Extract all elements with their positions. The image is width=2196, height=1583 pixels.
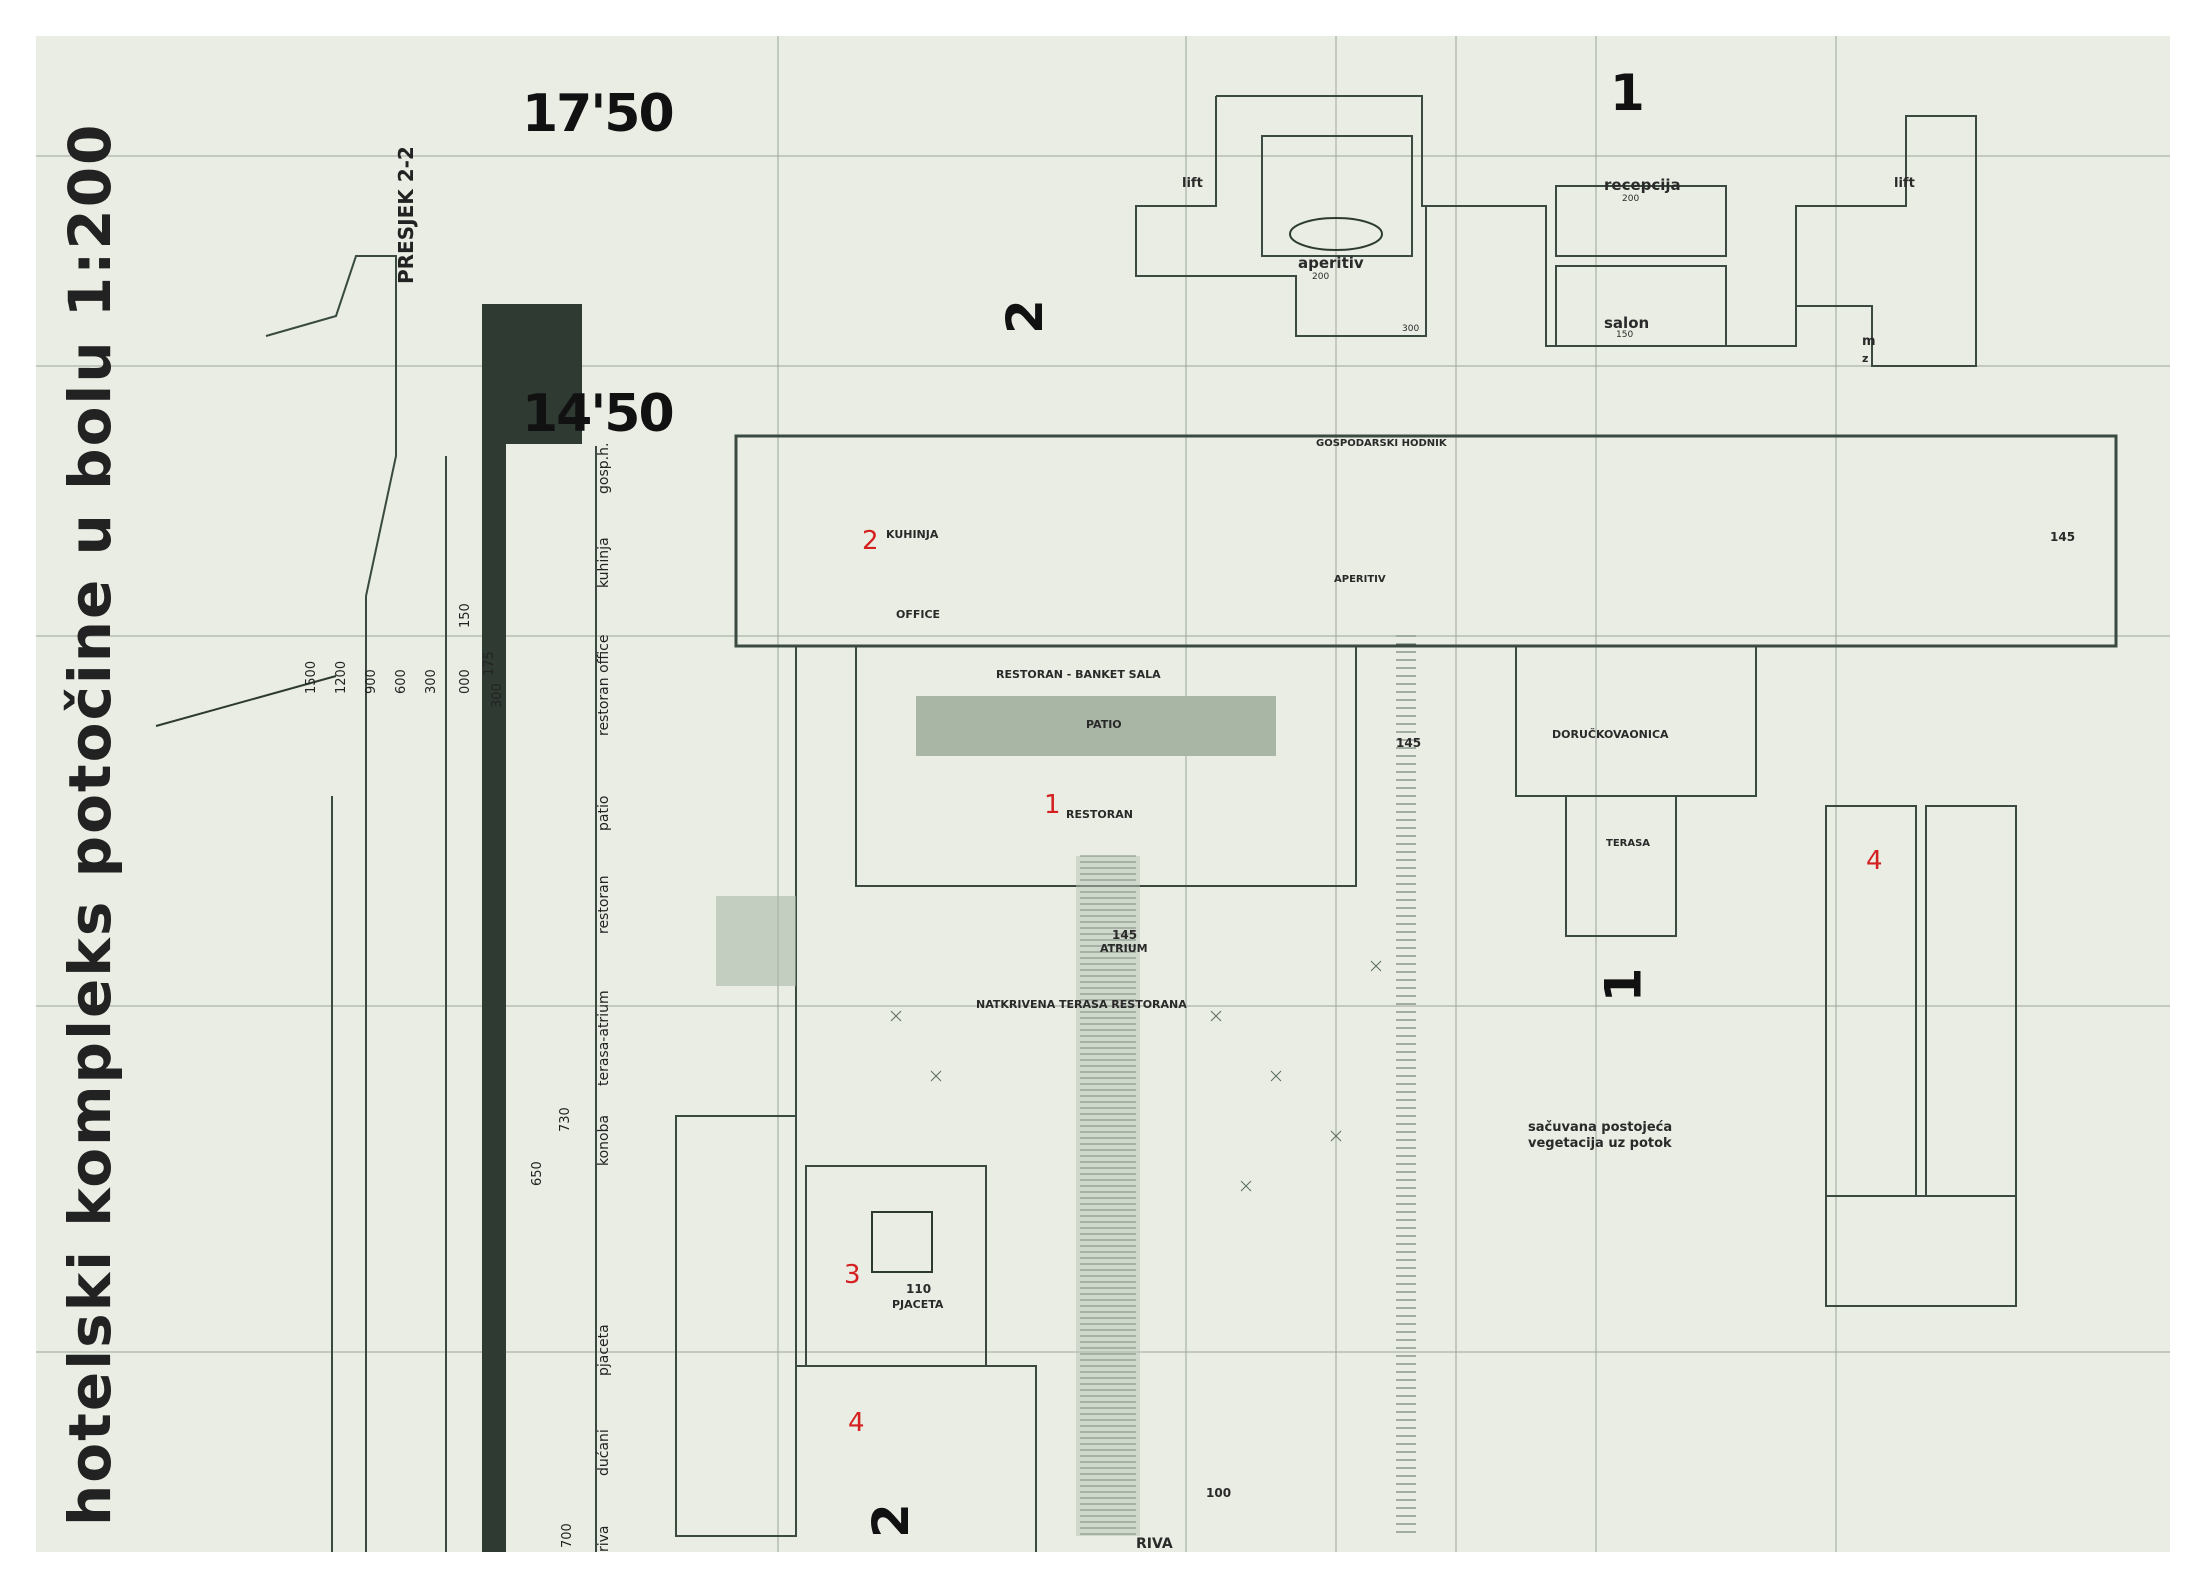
section-row-label: gosp.h. [596, 442, 612, 494]
piazza-fountain [871, 1211, 933, 1273]
upper-room-aperitiv [1261, 135, 1413, 257]
upper-salon: salon [1604, 314, 1650, 332]
column-mark [930, 1070, 942, 1082]
upper-reception: recepcija [1604, 176, 1681, 194]
sheet-title: hotelski kompleks potočine u bolu 1:200 [56, 122, 124, 1526]
upper-room-salon [1555, 265, 1727, 347]
label-aperitiv: APERITIV [1334, 574, 1386, 585]
label-riva-level: 100 [1206, 1486, 1232, 1500]
upper-salon-level: 150 [1616, 330, 1634, 340]
drawing-sheet: hotelski kompleks potočine u bolu 1:200 … [36, 36, 2170, 1552]
section-row-label: terasa-atrium [596, 990, 612, 1086]
section-marker-2-bottom: 2 [862, 1503, 920, 1538]
section-roof [265, 255, 397, 597]
vegetation-patch [716, 896, 796, 986]
section-height: 150 [458, 603, 473, 628]
section-height: 730 [558, 1107, 573, 1132]
terrace [1565, 795, 1677, 937]
section-slope [155, 675, 337, 727]
section-marker-1-bottom: 1 [1594, 967, 1653, 1003]
lower-west-edge [795, 646, 1037, 1552]
section-height: 650 [530, 1161, 545, 1186]
section-height: 700 [560, 1523, 575, 1548]
section-row-label: kuhinja [596, 537, 612, 588]
section-wall [482, 304, 506, 1552]
label-riva: RIVA [1136, 1536, 1173, 1552]
upper-mark-z: z [1862, 352, 1869, 365]
floor-plan-drawing [36, 36, 2170, 1552]
label-terrace: TERASA [1606, 838, 1651, 849]
guest-rooms-right-2 [1925, 805, 2017, 1197]
column-mark [1370, 960, 1382, 972]
column-mark [1210, 1010, 1222, 1022]
promenade-strip [1076, 856, 1140, 1536]
zone-number-4-bottom: 4 [848, 1408, 865, 1438]
label-level-145-a: 145 [1396, 736, 1422, 750]
section-row-label: patio [596, 795, 612, 831]
section-row-label: restoran office [596, 634, 612, 736]
section-height: 900 [364, 669, 379, 694]
upper-table [1289, 217, 1383, 251]
section-row-label: dućani [596, 1429, 612, 1476]
breakfast-room [1515, 645, 1757, 797]
upper-level-300: 300 [1402, 324, 1420, 334]
lower-service-wing [734, 434, 2118, 648]
label-breakfast: DORUČKOVAONICA [1552, 728, 1669, 741]
zone-number-1: 1 [1044, 790, 1061, 820]
restaurant-hall [855, 645, 1357, 887]
label-restaurant: RESTORAN [1066, 808, 1133, 821]
level-lower: 14'50 [522, 384, 675, 444]
zone-number-2: 2 [862, 526, 879, 556]
label-atrium: ATRIUM [1100, 942, 1148, 955]
label-vegetation: sačuvana postojeća vegetacija uz potok [1528, 1120, 1673, 1151]
section-height: 1500 [304, 660, 319, 694]
label-kitchen: KUHINJA [886, 528, 939, 541]
label-patio: PATIO [1086, 718, 1122, 731]
section-height: 300 [424, 669, 439, 694]
upper-lift-right: lift [1894, 176, 1915, 191]
label-office: OFFICE [896, 608, 941, 621]
section-row-label: restoran [596, 875, 612, 934]
section-height: 600 [394, 669, 409, 694]
label-banquet: RESTORAN - BANKET SALA [996, 668, 1161, 681]
column-mark [1330, 1130, 1342, 1142]
upper-aperitiv-level: 200 [1312, 272, 1330, 282]
upper-plan-outline-left [1135, 96, 1427, 337]
section-row-label: riva [596, 1525, 612, 1552]
section-height: 175 [482, 651, 497, 676]
upper-reception-level: 200 [1622, 194, 1640, 204]
section-height: 300 [490, 683, 505, 708]
column-mark [890, 1010, 902, 1022]
level-upper: 17'50 [522, 84, 675, 144]
label-piazza: PJACETA [892, 1298, 944, 1311]
section-row-label: pjaceta [596, 1324, 612, 1376]
upper-mark-m: m [1862, 334, 1876, 349]
label-corridor: GOSPODARSKI HODNIK [1316, 438, 1447, 449]
section-height: 000 [458, 669, 473, 694]
patio-fill [916, 696, 1276, 756]
section-height: 1200 [334, 660, 349, 694]
upper-lift-left: lift [1182, 176, 1203, 191]
column-mark [1240, 1180, 1252, 1192]
label-level-145-b: 145 [2050, 530, 2076, 544]
upper-plan-outline [1216, 95, 1977, 367]
label-piazza-level: 110 [906, 1282, 932, 1296]
section-marker-2-top: 2 [996, 299, 1054, 334]
upper-room-reception [1555, 185, 1727, 257]
guest-rooms-lower [1825, 1195, 2017, 1307]
zone-number-4-right: 4 [1866, 846, 1883, 876]
section-marker-1-top: 1 [1610, 64, 1645, 122]
section-label: PRESJEK 2-2 [394, 146, 418, 284]
label-atrium-level: 145 [1112, 928, 1138, 942]
upper-aperitiv: aperitiv [1298, 254, 1364, 272]
section-wall-top [506, 304, 582, 444]
label-covered-terrace: NATKRIVENA TERASA RESTORANA [976, 998, 1187, 1011]
section-row-label: konoba [596, 1114, 612, 1166]
zone-number-3: 3 [844, 1260, 861, 1290]
shops-block [675, 1115, 797, 1537]
column-mark [1270, 1070, 1282, 1082]
piazza [805, 1165, 987, 1367]
